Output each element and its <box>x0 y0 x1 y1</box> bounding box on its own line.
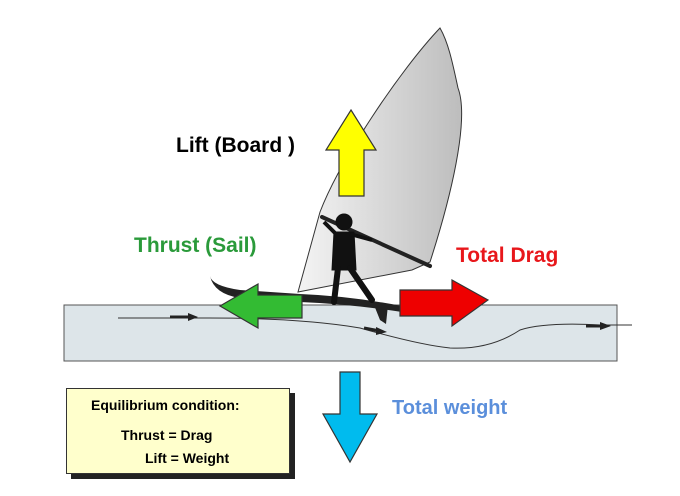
sailor <box>322 213 375 305</box>
water-surface <box>63 304 618 362</box>
thrust-label: Thrust (Sail) <box>134 234 257 257</box>
equilibrium-box: Equilibrium condition: Thrust = Drag Lif… <box>66 388 290 474</box>
lift-label: Lift (Board ) <box>176 134 295 157</box>
drag-arrow <box>399 278 490 328</box>
equilibrium-lift-weight: Lift = Weight <box>145 450 230 466</box>
thrust-arrow <box>218 282 303 330</box>
streamline <box>118 317 632 349</box>
weight-arrow <box>321 371 379 464</box>
drag-label: Total Drag <box>456 244 559 267</box>
equilibrium-thrust-drag: Thrust = Drag <box>121 427 213 443</box>
board <box>210 276 402 312</box>
flow-arrow <box>363 326 387 335</box>
flow-arrow <box>170 313 198 321</box>
sail <box>297 27 463 293</box>
weight-label: Total weight <box>392 397 508 419</box>
lift-arrow <box>324 108 378 197</box>
fin <box>374 305 388 324</box>
flow-arrow <box>586 322 611 330</box>
equilibrium-title: Equilibrium condition: <box>91 397 240 413</box>
